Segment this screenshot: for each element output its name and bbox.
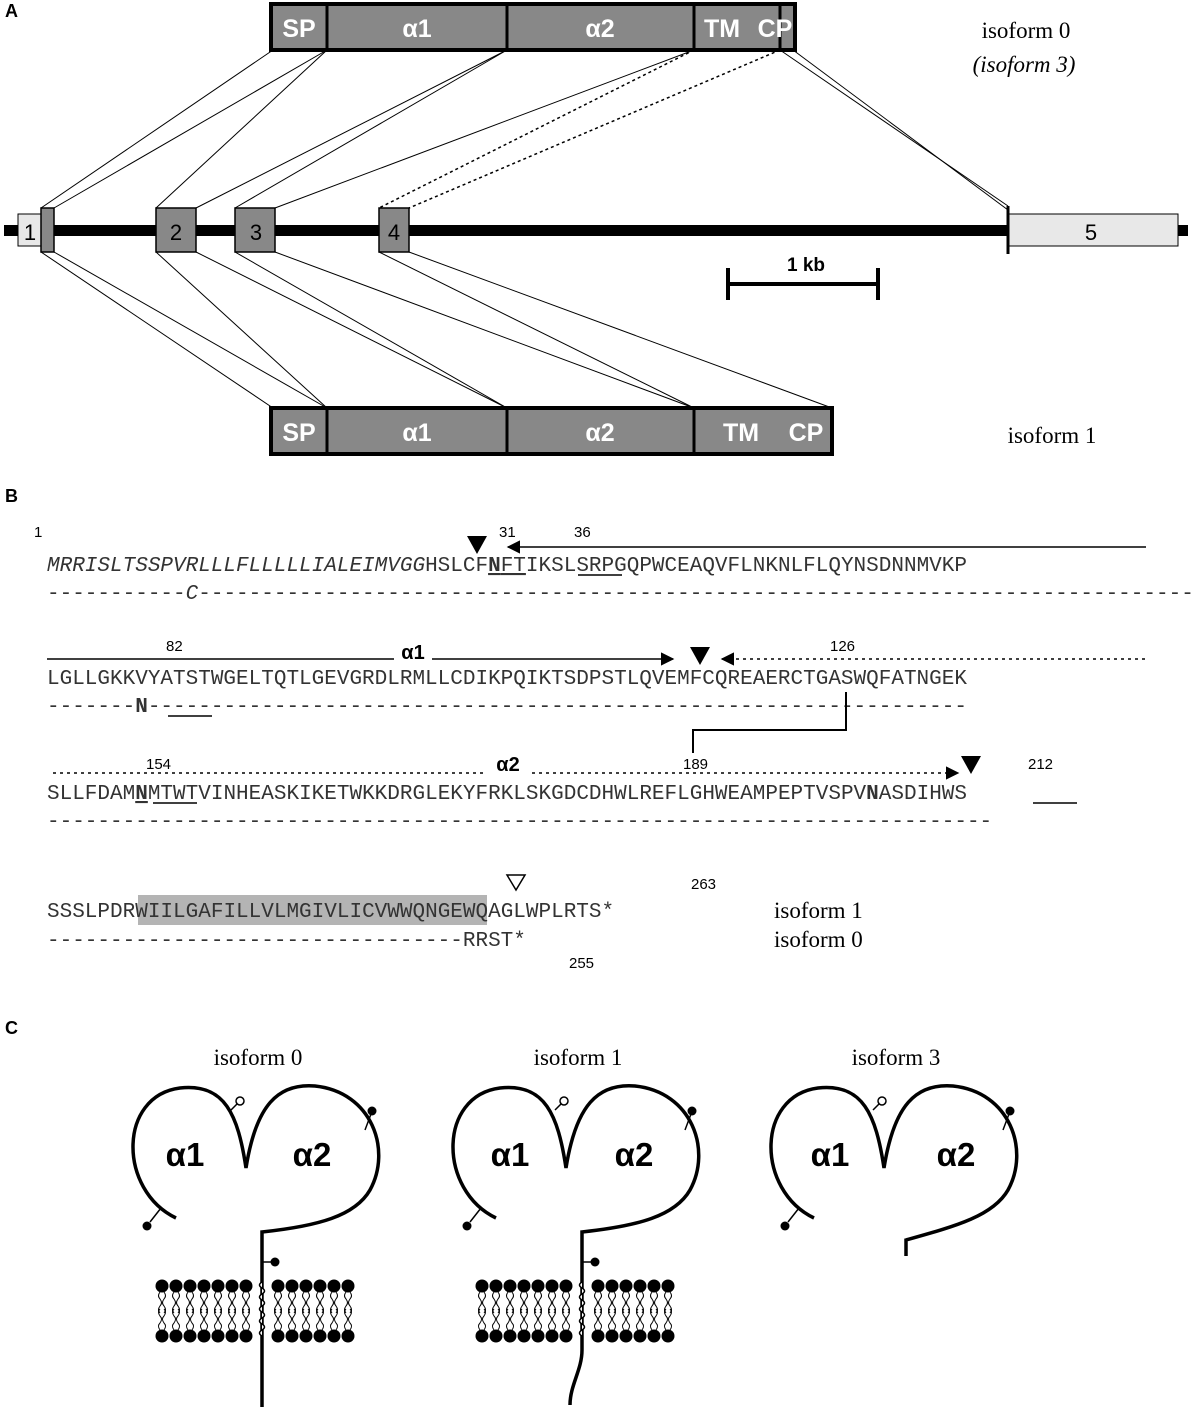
isoform1-bar: SP α1 α2 TM CP xyxy=(269,406,834,456)
residue-number-36: 36 xyxy=(574,524,591,541)
domain-a1-label-iso1: α1 xyxy=(402,419,431,447)
variant-line-1: -----------C----------------------------… xyxy=(47,583,1192,606)
domain-cp-label: CP xyxy=(758,15,793,43)
exon-mapping-bottom xyxy=(40,251,833,409)
panel-b-label: B xyxy=(5,486,18,506)
domain-a2-label-iso1: α2 xyxy=(585,419,614,447)
glycosylation-site xyxy=(1005,1106,1015,1116)
protein-isoform1: α1 α2 xyxy=(451,1084,701,1406)
protein-isoform3: α1 α2 xyxy=(769,1084,1019,1256)
residue-number-126: 126 xyxy=(830,638,855,655)
gene-structure: 1 2 3 4 5 xyxy=(4,206,1188,254)
exon-2-label: 2 xyxy=(170,220,182,245)
isoform1-seq-label: isoform 1 xyxy=(774,898,863,923)
glycosylation-site xyxy=(687,1106,697,1116)
cleavage-site-marker xyxy=(961,756,981,774)
cleavage-site-marker xyxy=(467,536,487,554)
isoform0-bar: SP α1 α2 TM CP xyxy=(269,2,797,52)
glycosylation-site xyxy=(142,1221,152,1231)
residue-number-1: 1 xyxy=(34,524,42,541)
panel-c-title-isoform3: isoform 3 xyxy=(852,1045,941,1070)
glycosylation-site xyxy=(780,1221,790,1231)
alpha2-domain-label: α2 xyxy=(293,1136,332,1173)
isoform3-label: (isoform 3) xyxy=(973,52,1076,77)
residue-number-82: 82 xyxy=(166,638,183,655)
residue-number-189: 189 xyxy=(683,756,708,773)
residue-number-212: 212 xyxy=(1028,756,1053,773)
domain-sp-label-iso1: SP xyxy=(282,419,315,447)
glycosylation-site-open xyxy=(235,1096,245,1106)
glycosylation-site xyxy=(590,1257,600,1267)
domain-tm-label: TM xyxy=(704,15,740,43)
glycosylation-site xyxy=(462,1221,472,1231)
exon-5-label: 5 xyxy=(1085,220,1097,245)
sequence-line-3: SLLFDAMNMTWTVINHEASKIKETWKKDRGLEKYFRKLSK… xyxy=(47,783,967,806)
domain-a1-label: α1 xyxy=(402,15,431,43)
membrane-bilayer xyxy=(475,1279,675,1343)
panel-c-title-isoform1: isoform 1 xyxy=(534,1045,623,1070)
cleavage-site-marker xyxy=(690,647,710,665)
domain-cp-label-iso1: CP xyxy=(789,419,824,447)
sequence-block-1: 1 31 36 MRRISLTSSPVRLLLFLLLLLIALEIMVGGHS… xyxy=(34,524,1192,606)
domain-a2-label: α2 xyxy=(585,15,614,43)
glycosylation-site-open xyxy=(559,1096,569,1106)
residue-number-263: 263 xyxy=(691,876,716,893)
glycosylation-site xyxy=(367,1106,377,1116)
sequence-line-4: SSSLPDRWIILGAFILLVLMGIVLICVWWQNGEWQAGLWP… xyxy=(47,901,614,924)
alpha1-domain-label: α1 xyxy=(491,1136,530,1173)
panel-c-title-isoform0: isoform 0 xyxy=(214,1045,303,1070)
variant-line-3: ----------------------------------------… xyxy=(47,811,992,834)
panel-c-label: C xyxy=(5,1018,18,1038)
open-cleavage-marker xyxy=(505,874,527,892)
glycosylation-site-open xyxy=(877,1096,887,1106)
exon-3-label: 3 xyxy=(250,220,262,245)
domain-tm-label-iso1: TM xyxy=(723,419,759,447)
glycosylation-site xyxy=(270,1257,280,1267)
exon-mapping-top xyxy=(40,49,1009,211)
isoform0-seq-label: isoform 0 xyxy=(774,927,863,952)
sequence-block-3: 154 189 212 α2 SLLFDAMNMTWTVINHEASKIKETW… xyxy=(47,754,1077,834)
alpha2-label: α2 xyxy=(496,754,519,776)
residue-number-31: 31 xyxy=(499,524,516,541)
sequence-block-2: 82 126 α1 LGLLGKKVYATSTWGELTQTLGEVGRDLRM… xyxy=(47,638,1145,753)
alpha1-domain-label: α1 xyxy=(811,1136,850,1173)
residue-number-154: 154 xyxy=(146,756,171,773)
membrane-bilayer xyxy=(155,1279,355,1343)
panel-a-label: A xyxy=(5,1,18,21)
alpha2-domain-label: α2 xyxy=(937,1136,976,1173)
residue-number-255: 255 xyxy=(569,955,594,972)
sequence-line-2: LGLLGKKVYATSTWGELTQTLGEVGRDLRMLLCDIKPQIK… xyxy=(47,668,967,691)
sequence-block-4: 263 SSSLPDRWIILGAFILLVLMGIVLICVWWQNGEWQA… xyxy=(47,874,863,972)
sequence-line-1: MRRISLTSSPVRLLLFLLLLLIALEIMVGGHSLCFNFTIK… xyxy=(47,555,967,578)
alpha1-label: α1 xyxy=(401,642,424,664)
exon-1-label: 1 xyxy=(24,220,36,245)
transmembrane-highlight xyxy=(138,895,487,925)
alpha2-domain-label: α2 xyxy=(615,1136,654,1173)
protein-isoform0: α1 α2 xyxy=(131,1084,381,1407)
isoform0-label: isoform 0 xyxy=(982,18,1071,43)
scale-bar-label: 1 kb xyxy=(787,255,825,276)
alpha1-domain-label: α1 xyxy=(166,1136,205,1173)
variant-line-2: -------N--------------------------------… xyxy=(47,696,967,719)
disulfide-bond xyxy=(692,692,847,753)
domain-sp-label: SP xyxy=(282,15,315,43)
scale-bar: 1 kb xyxy=(726,255,880,300)
variant-line-4: ---------------------------------RRST* xyxy=(47,930,526,953)
exon-4-label: 4 xyxy=(388,220,400,245)
isoform1-label: isoform 1 xyxy=(1008,423,1097,448)
